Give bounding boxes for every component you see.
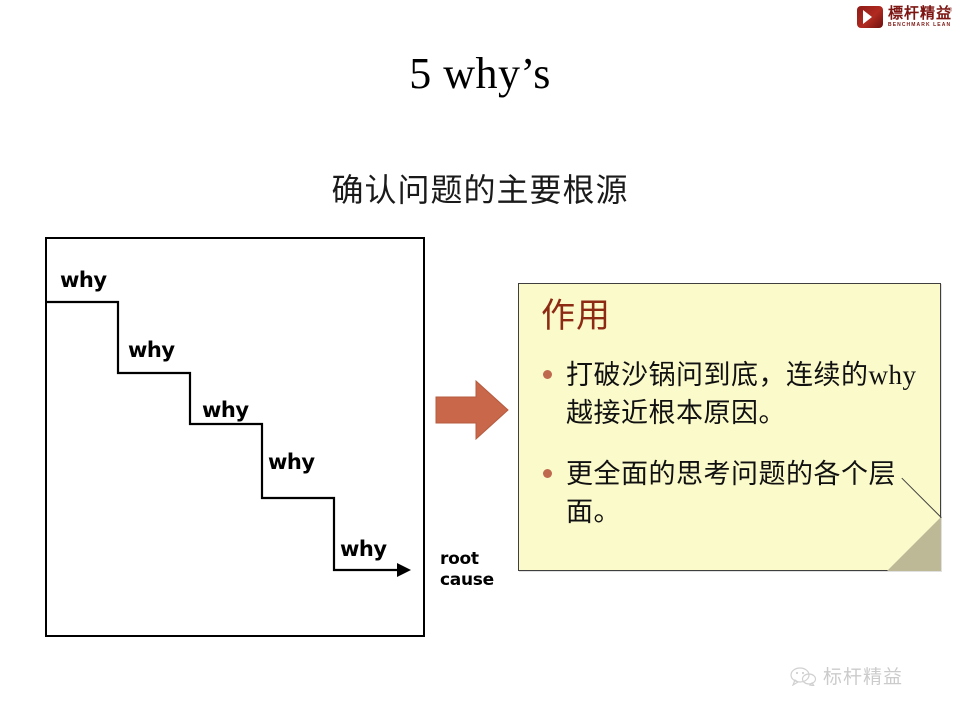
staircase-panel bbox=[45, 237, 425, 637]
brand-logo-text: 標杆精益 BENCHMARK LEAN bbox=[888, 6, 952, 28]
brand-logo: 標杆精益 BENCHMARK LEAN ® bbox=[856, 6, 952, 28]
page-subtitle: 确认问题的主要根源 bbox=[331, 172, 629, 208]
note-list-item: 打破沙锅问到底，连续的why越接近根本原因。 bbox=[533, 356, 933, 433]
brand-mark-icon bbox=[856, 6, 883, 28]
page-title: 5 why’s bbox=[409, 49, 551, 98]
note-bullet-list: 打破沙锅问到底，连续的why越接近根本原因。 更全面的思考问题的各个层面。 bbox=[533, 356, 933, 553]
step-label-4: why bbox=[268, 450, 315, 474]
connector-arrow-icon bbox=[435, 379, 509, 441]
bullet-dot-icon bbox=[543, 370, 552, 379]
watermark: 标杆精益 bbox=[790, 662, 903, 689]
wechat-bubble-icon bbox=[790, 666, 816, 686]
step-label-5: why bbox=[340, 537, 387, 561]
note-list-item: 更全面的思考问题的各个层面。 bbox=[533, 455, 933, 532]
bullet-dot-icon bbox=[543, 468, 552, 478]
root-cause-label: root cause bbox=[440, 549, 530, 592]
root-cause-line-2: cause bbox=[440, 570, 494, 591]
root-cause-line-1: root bbox=[440, 549, 479, 569]
page-fold-corner-icon bbox=[887, 517, 941, 571]
registered-mark: ® bbox=[947, 8, 952, 14]
brand-name-en: BENCHMARK LEAN bbox=[887, 22, 952, 28]
watermark-text: 标杆精益 bbox=[823, 667, 904, 688]
note-item-text: 打破沙锅问到底，连续的why越接近根本原因。 bbox=[566, 360, 917, 429]
step-label-1: why bbox=[60, 268, 107, 292]
brand-name-cn: 標杆精益 bbox=[887, 5, 952, 22]
step-label-2: why bbox=[128, 338, 175, 362]
note-card: 作用 打破沙锅问到底，连续的why越接近根本原因。 更全面的思考问题的各个层面。 bbox=[518, 283, 942, 571]
note-heading: 作用 bbox=[541, 298, 611, 335]
step-label-3: why bbox=[202, 398, 249, 422]
note-item-text: 更全面的思考问题的各个层面。 bbox=[566, 458, 896, 527]
